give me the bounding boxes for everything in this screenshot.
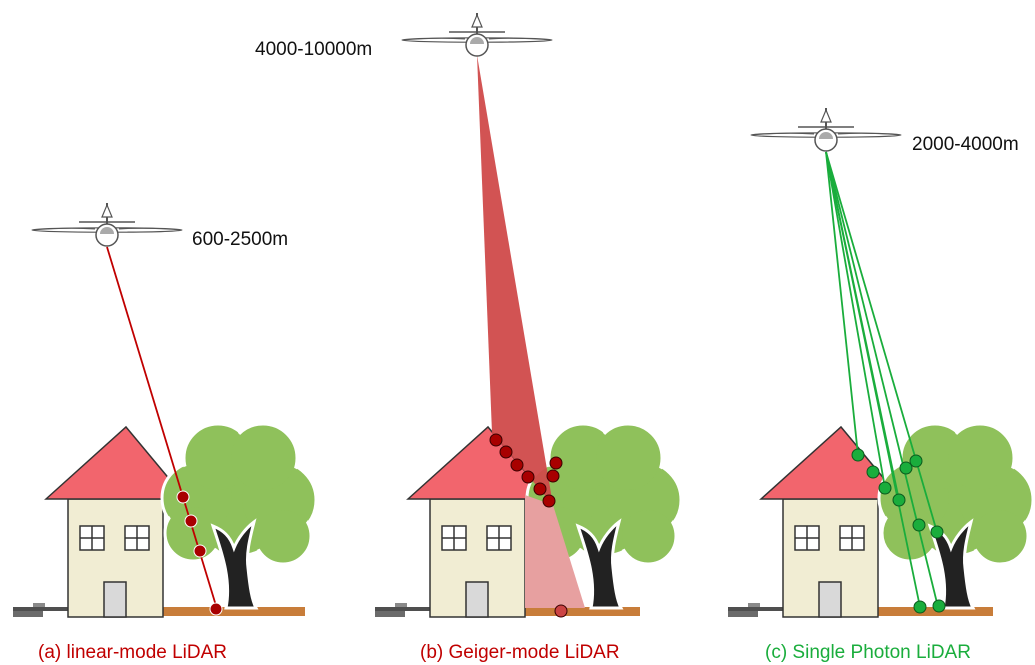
altitude-label-c: 2000-4000m <box>912 134 1019 155</box>
ground-a <box>160 607 305 616</box>
returns-a <box>176 490 223 616</box>
airplane-icon <box>750 107 902 152</box>
altitude-label-b: 4000-10000m <box>255 39 372 60</box>
panel-c: 2000-4000m (c) Single Photon LiDAR <box>727 107 1035 663</box>
ground-c <box>878 607 993 616</box>
airplane-icon <box>31 202 183 247</box>
altitude-label-a: 600-2500m <box>192 229 288 250</box>
ground-b <box>525 607 640 616</box>
panel-b: 4000-10000m (b) Geiger-mode LiDAR <box>255 12 683 663</box>
laser-beams-c <box>825 151 939 608</box>
caption-a: (a) linear-mode LiDAR <box>38 642 227 663</box>
returns-b <box>489 433 568 618</box>
caption-b: (b) Geiger-mode LiDAR <box>420 642 620 663</box>
airplane-icon <box>401 12 553 57</box>
tree-a <box>160 422 318 610</box>
laser-cone-b <box>477 55 553 505</box>
returns-c <box>851 448 946 614</box>
house-a <box>12 426 187 618</box>
caption-c: (c) Single Photon LiDAR <box>765 642 971 663</box>
panel-a: 600-2500m (a) linear-mode LiDAR <box>12 202 318 663</box>
house-c <box>727 426 902 618</box>
laser-shadow-b <box>525 495 585 608</box>
